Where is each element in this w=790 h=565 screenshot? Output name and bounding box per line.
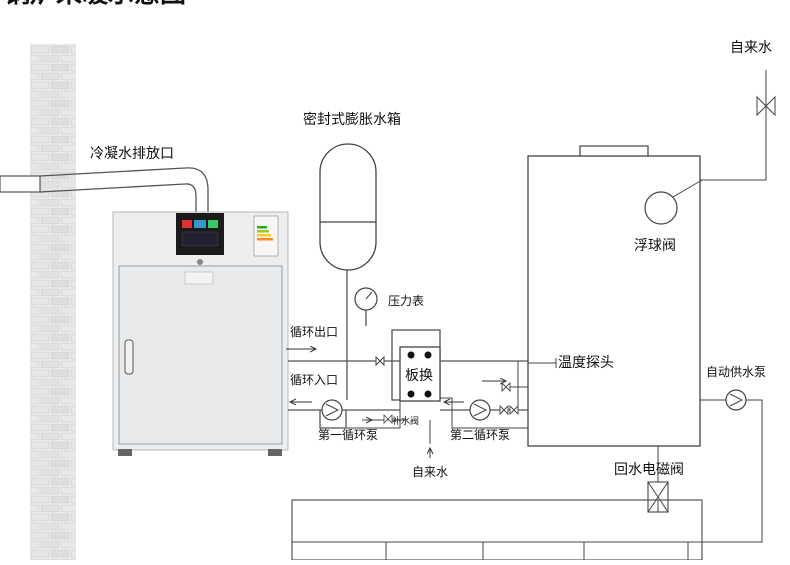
float-valve-label: 浮球阀	[634, 237, 676, 253]
plate-exchanger-label: 板换	[405, 367, 433, 383]
float-valve-icon	[644, 179, 703, 225]
temperature-probe-icon	[528, 358, 557, 368]
tap-water-top-pipe	[700, 70, 776, 181]
door-handle	[124, 339, 134, 375]
secondary-side-pipes	[440, 360, 528, 429]
page-title: 锅炉采暖示意图	[4, 0, 186, 8]
boiler-door	[118, 265, 283, 445]
boiler-side-pipes	[288, 360, 401, 429]
expansion-tank	[319, 143, 377, 400]
circulation-inlet-label: 循环入口	[290, 373, 338, 387]
expansion-tank-label: 密封式膨胀水箱	[303, 111, 401, 127]
pressure-gauge-icon	[354, 287, 378, 326]
second-pump-icon	[469, 399, 491, 421]
circulation-outlet-label: 循环出口	[290, 325, 338, 339]
plate-exchanger	[391, 329, 441, 402]
pressure-gauge-label: 压力表	[388, 294, 424, 308]
brick-wall	[30, 44, 76, 560]
condensate-pipe	[0, 167, 209, 212]
condensate-outlet-label: 冷凝水排放口	[90, 145, 174, 161]
first-pump-label: 第一循环泵	[318, 428, 378, 442]
return-solenoid-valve-label: 回水电磁阀	[614, 461, 684, 477]
tank-valves-icon	[499, 381, 519, 416]
auto-supply-pump-icon	[700, 389, 763, 543]
water-tank	[527, 145, 701, 447]
auto-supply-pump-label: 自动供水泵	[706, 365, 766, 379]
makeup-valve-icon	[362, 414, 405, 424]
second-pump-label: 第二循环泵	[450, 428, 510, 442]
tap-water-bottom-label: 自来水	[412, 465, 448, 479]
return-loop-pipes	[291, 446, 703, 561]
outlet-valve-icon	[375, 355, 385, 367]
makeup-valve-label: 补水阀	[392, 415, 419, 426]
tap-water-top-label: 自来水	[730, 39, 772, 55]
first-pump-icon	[321, 399, 343, 421]
boiler-unit	[112, 211, 289, 456]
temperature-probe-label: 温度探头	[558, 354, 614, 370]
